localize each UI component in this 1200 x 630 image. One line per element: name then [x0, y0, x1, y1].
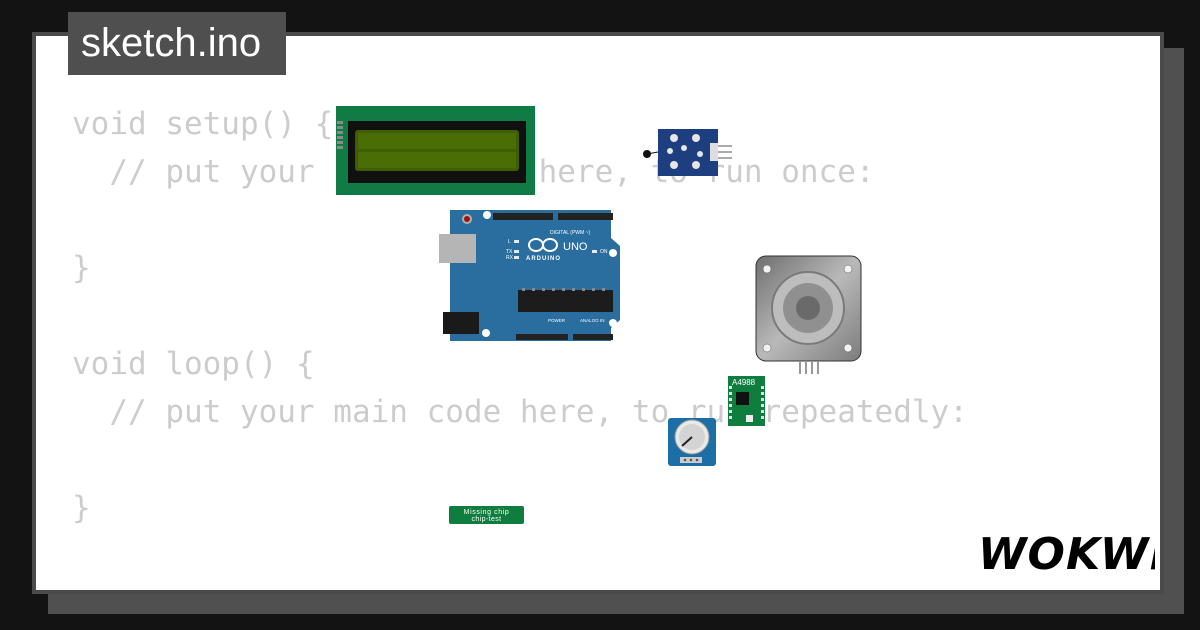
arduino-analog-label: ANALOG IN: [580, 318, 605, 323]
wokwi-logo-text: WOKWi: [978, 529, 1155, 577]
code-line-1: void setup() {: [72, 106, 334, 142]
arduino-led-l-label: L: [508, 239, 511, 245]
temperature-sensor[interactable]: [640, 127, 735, 179]
arduino-model-label: UNO: [563, 241, 588, 253]
code-line-6: void loop() {: [72, 346, 315, 382]
code-line-9: }: [72, 490, 91, 526]
wokwi-logo: WOKWi: [978, 529, 1155, 577]
file-tab-label: sketch.ino: [81, 21, 262, 65]
file-tab[interactable]: sketch.ino: [68, 12, 286, 75]
arduino-on-label: ON: [600, 249, 608, 255]
arduino-power-label: POWER: [548, 318, 566, 323]
chip-name-label: chip-test: [471, 516, 501, 523]
arduino-digital-label: DIGITAL (PWM ~): [550, 230, 590, 236]
arduino-led-tx-label: TX: [506, 249, 513, 255]
lcd-display[interactable]: [336, 106, 536, 196]
driver-label: A4988: [732, 378, 756, 387]
potentiometer[interactable]: [667, 417, 718, 467]
arduino-uno-board[interactable]: UNO ARDUINO DIGITAL (PWM ~) ANALOG IN PO…: [438, 208, 623, 344]
arduino-led-rx-label: RX: [506, 255, 514, 261]
custom-chip[interactable]: Missing chip chip-test: [449, 506, 525, 525]
arduino-brand-label: ARDUINO: [526, 256, 561, 262]
stepper-motor[interactable]: [755, 255, 863, 377]
chip-missing-label: Missing chip: [464, 509, 510, 516]
a4988-driver[interactable]: A4988: [727, 375, 766, 427]
code-line-7: // put your main code here, to run repea…: [72, 394, 968, 430]
code-line-4: }: [72, 250, 91, 286]
